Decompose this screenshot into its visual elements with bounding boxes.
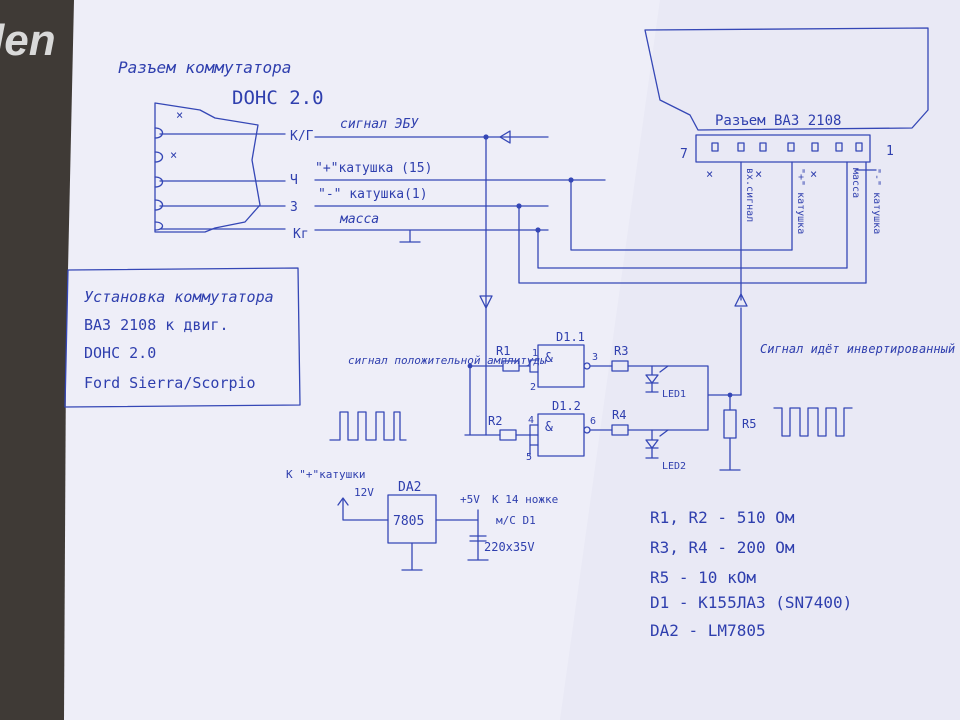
vaz-label-ground: масса: [850, 168, 861, 198]
resistor-r4: [611, 424, 629, 436]
junction-dot-4: [535, 227, 541, 233]
led1-symbol: [645, 365, 669, 393]
input-signal-label: сигнал положительной амплитуды: [348, 354, 547, 367]
gate-symbol-bottom: &: [545, 420, 553, 435]
pin-label-z: З: [290, 200, 298, 215]
label-r4: R4: [612, 408, 626, 422]
info-box: Установка коммутатора ВАЗ 2108 к двиг. D…: [64, 267, 301, 408]
label-led2: LED2: [662, 461, 686, 472]
label-r3: R3: [614, 344, 628, 358]
output-wiring: [589, 307, 742, 431]
part-line-5: DA2 - LM7805: [650, 621, 766, 640]
part-line-4: D1 - К155ЛА3 (SN7400): [650, 593, 852, 612]
label-r1: R1: [496, 344, 510, 358]
vaz-label-input: вх.сигнал: [744, 168, 755, 222]
part-line-1: R1, R2 - 510 Ом: [650, 508, 795, 527]
wire-label-ecu-signal: сигнал ЭБУ: [340, 117, 419, 132]
laptop-logo: len: [0, 16, 56, 65]
label-r5: R5: [742, 417, 756, 431]
resistor-r5: [723, 409, 737, 439]
wire-label-coil-minus: "-" катушка(1): [318, 187, 428, 202]
vaz-pin-7: 7: [680, 147, 688, 162]
wire-label-ground: масса: [339, 212, 379, 227]
part-line-2: R3, R4 - 200 Ом: [650, 538, 795, 557]
label-led1: LED1: [662, 389, 686, 400]
pin-6: 6: [590, 416, 596, 427]
regulator-part: 7805: [393, 514, 424, 529]
regulator-name: DA2: [398, 480, 421, 495]
power-from-label: К "+"катушки: [286, 468, 365, 481]
ignition-connector: Разъем коммутатора DOHC 2.0 × × К/Г Ч З …: [118, 58, 606, 243]
power-out-voltage: +5V: [460, 493, 480, 506]
input-wiring: [464, 359, 539, 456]
ignition-connector-model: DOHC 2.0: [232, 87, 324, 109]
connector-pin-tabs: [154, 127, 164, 231]
pin-3: 3: [592, 352, 598, 363]
power-to-label-1: К 14 ножке: [492, 493, 558, 506]
gate-d1-2: [537, 413, 585, 457]
vaz-unused-7: ×: [706, 167, 713, 181]
capacitor-label: 220x35V: [484, 540, 535, 554]
vaz-pin-slots: [711, 142, 863, 152]
vaz-connector-title: Разъем ВАЗ 2108: [715, 113, 841, 129]
vaz-pin-strip: [695, 134, 871, 163]
vaz-wires: [740, 161, 877, 301]
resistor-r3: [611, 360, 629, 372]
r5-wiring: [719, 394, 741, 471]
power-in-voltage: 12V: [354, 486, 374, 499]
power-to-label-2: м/С D1: [496, 514, 536, 527]
label-gate-bottom: D1.2: [552, 399, 581, 413]
info-line-3: DOHC 2.0: [84, 344, 156, 362]
gate-symbol-top: &: [545, 351, 553, 366]
vaz-unused-3: ×: [810, 167, 817, 181]
parts-list: R1, R2 - 510 Ом R3, R4 - 200 Ом R5 - 10 …: [650, 508, 852, 640]
junction-dot-1: [483, 134, 489, 140]
label-gate-top: D1.1: [556, 330, 585, 344]
part-line-3: R5 - 10 кОм: [650, 568, 756, 587]
connector-outline: [154, 102, 261, 233]
wire-label-coil-plus: "+"катушка (15): [315, 161, 432, 176]
junction-dot-3: [516, 203, 522, 209]
pin-1: 1: [532, 348, 538, 359]
ignition-connector-title: Разъем коммутатора: [118, 58, 291, 77]
vaz-connector: Разъем ВАЗ 2108 7 1 × × × вх.сигнал "+" …: [644, 27, 929, 301]
unused-pin-mark-1: ×: [176, 108, 183, 122]
output-signal-label: Сигнал идёт инвертированный: [760, 342, 955, 356]
unused-pin-mark-2: ×: [170, 148, 177, 162]
led2-symbol: [645, 429, 669, 459]
inverter-circuit: сигнал положительной амплитуды R1 R2 D1.…: [329, 307, 955, 472]
pin-label-kg2: Кг: [293, 227, 309, 242]
junction-dot-2: [568, 177, 574, 183]
vaz-label-coil-minus: "-" катушка: [871, 168, 882, 234]
power-wiring: [337, 497, 489, 571]
pin-4: 4: [528, 415, 534, 426]
pin-label-kg: К/Г: [290, 129, 314, 144]
info-box-frame: [64, 267, 301, 408]
pin-2: 2: [530, 382, 536, 393]
connector-leads: [159, 133, 286, 230]
power-supply: К "+"катушки 12V DA2 7805 +5V К 14 ножке…: [286, 468, 558, 571]
direction-arrows: [479, 293, 748, 309]
regulator-da2: [387, 494, 437, 544]
junction-dot-6: [727, 392, 733, 398]
input-waveform: [329, 411, 407, 441]
output-waveform: [773, 407, 853, 437]
label-r2: R2: [488, 414, 502, 428]
pin-5: 5: [526, 452, 532, 463]
signal-wires: [314, 136, 606, 243]
routing-wires: [485, 130, 867, 436]
paper-shade: [560, 0, 960, 720]
info-line-4: Ford Sierra/Scorpio: [84, 374, 256, 392]
resistor-r2: [499, 429, 517, 441]
vaz-pin-1: 1: [886, 144, 894, 159]
vaz-unused-5: ×: [755, 167, 762, 181]
vaz-connector-body: [644, 27, 929, 131]
info-line-2: ВАЗ 2108 к двиг.: [84, 316, 229, 334]
info-line-1: Установка коммутатора: [84, 288, 274, 306]
resistor-r1: [502, 360, 520, 372]
pin-label-ch: Ч: [290, 173, 298, 188]
junction-dot-5: [467, 363, 473, 369]
vaz-label-coil-plus: "+" катушка: [795, 168, 806, 234]
